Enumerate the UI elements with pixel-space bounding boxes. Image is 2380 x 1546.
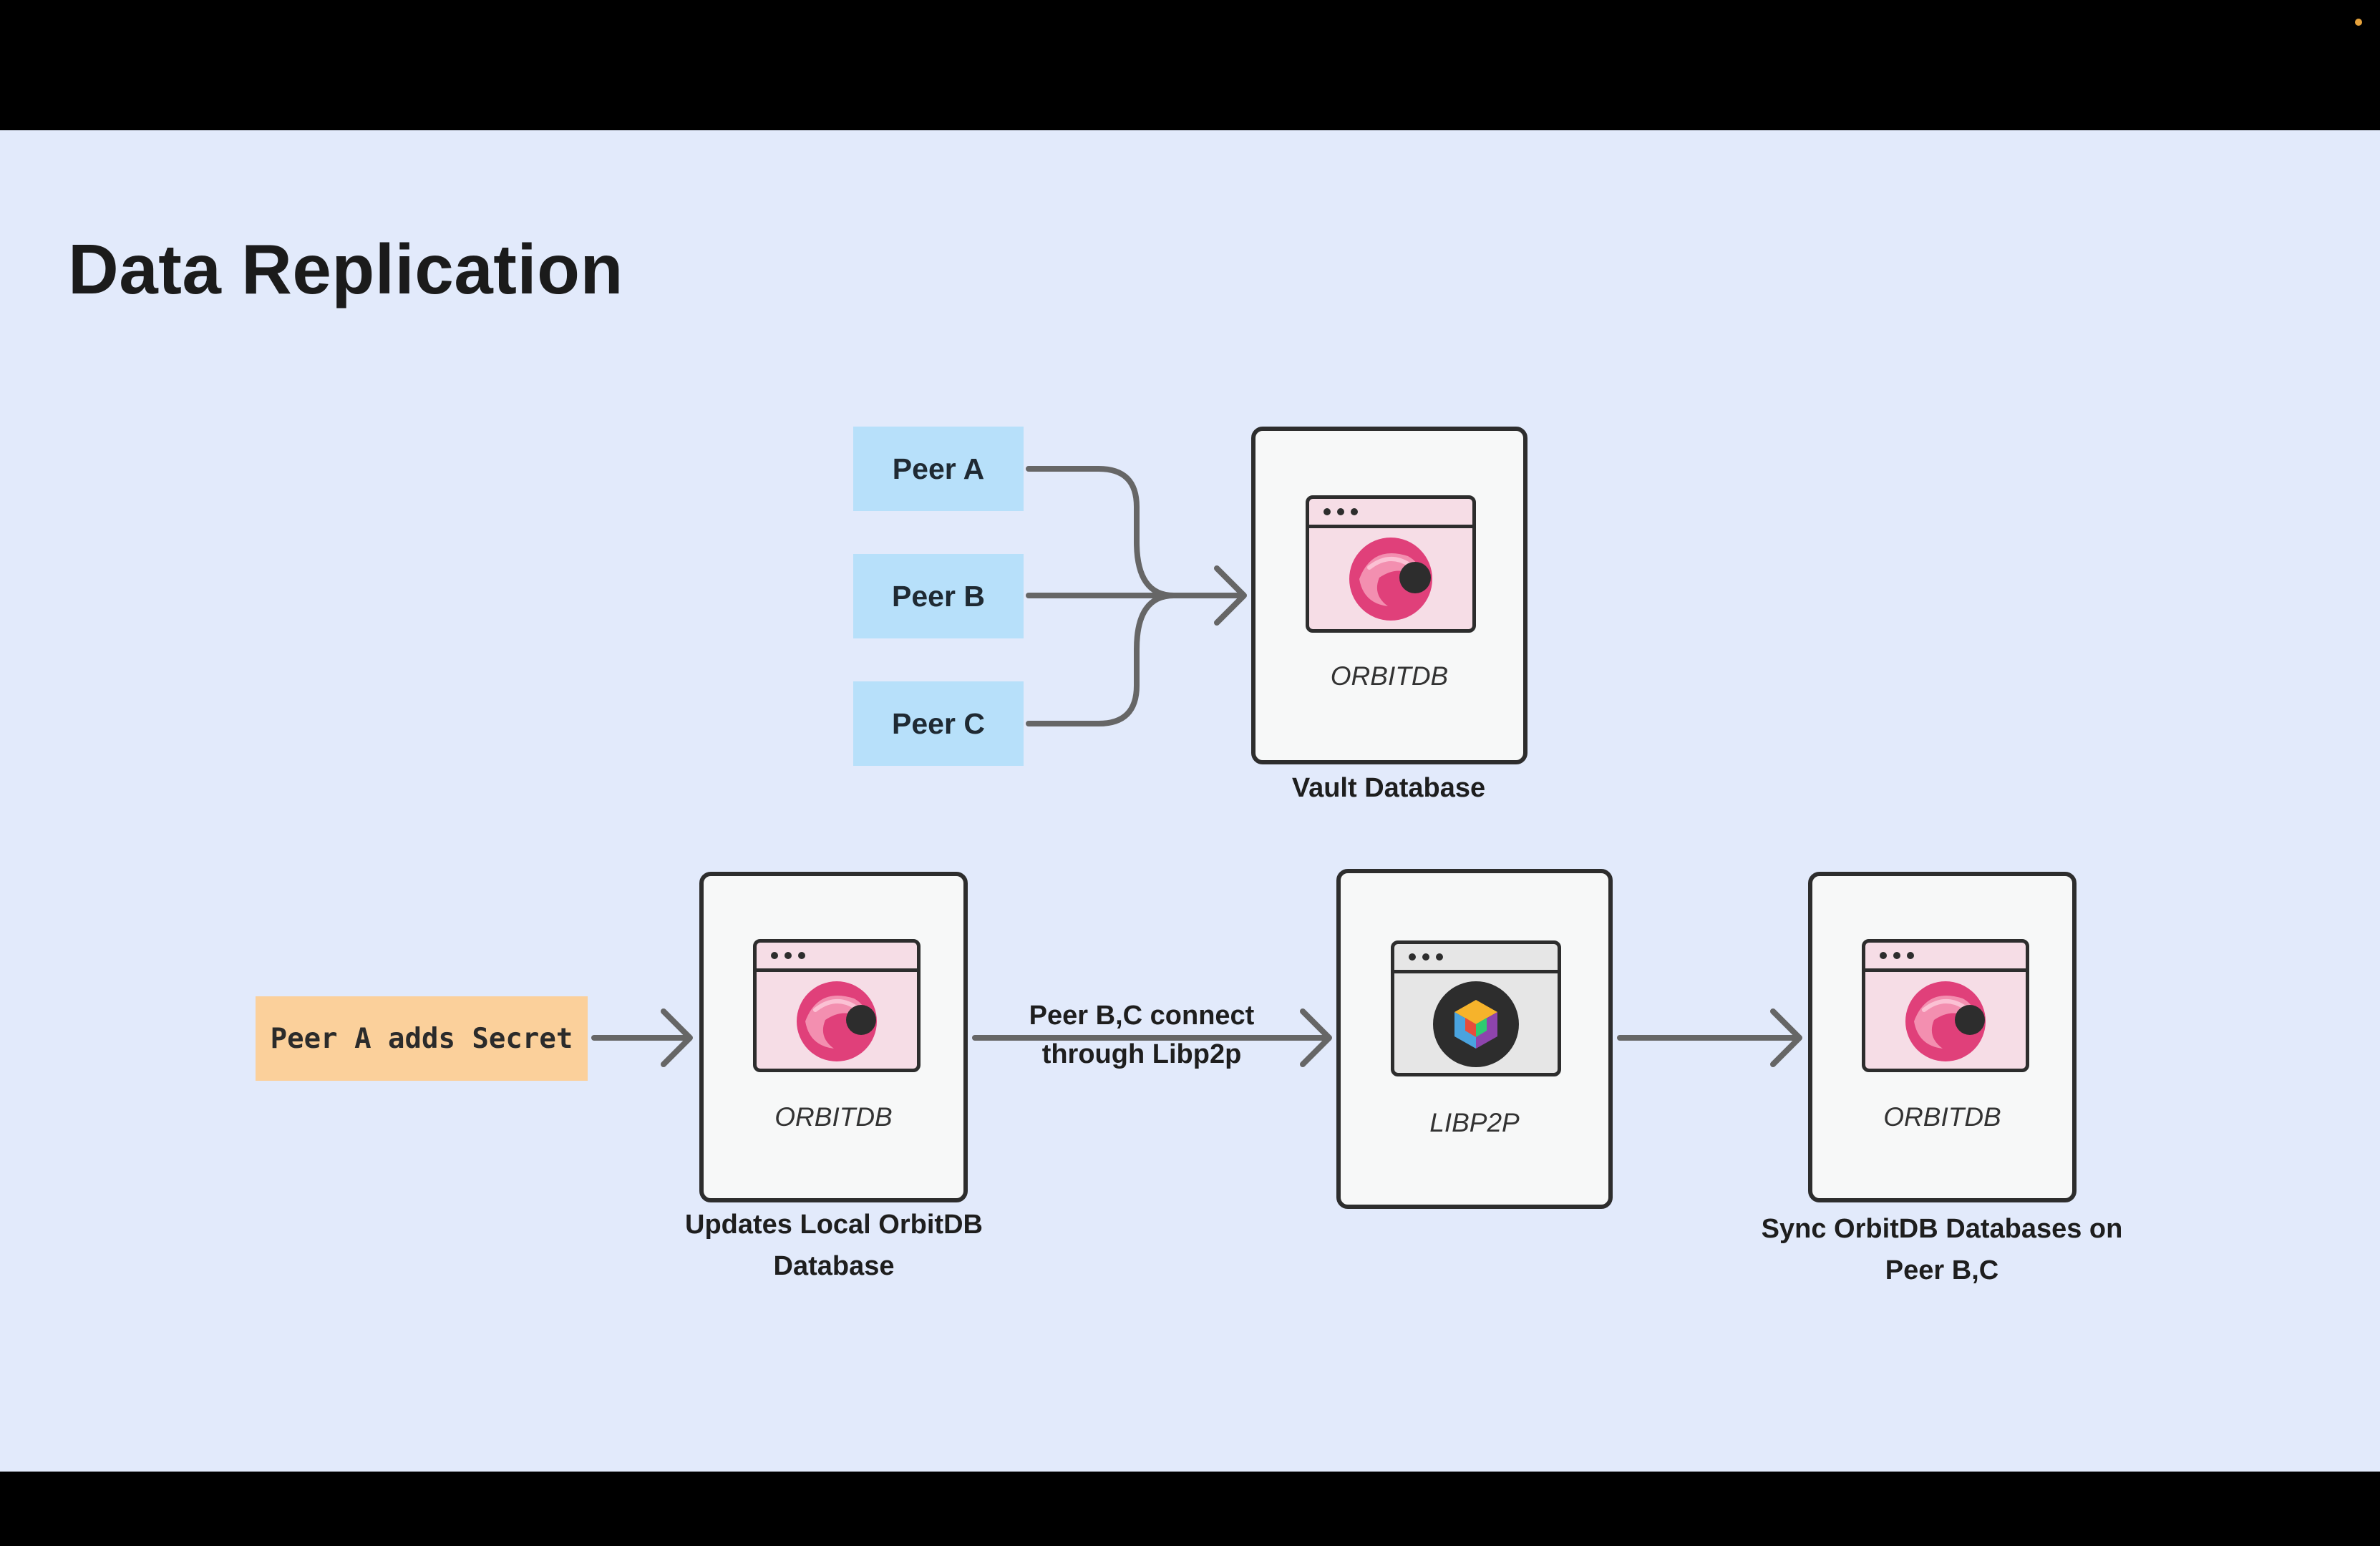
connect-label-line2: through Libp2p: [1041, 1039, 1242, 1069]
window-dots-icon: [771, 952, 814, 959]
remote-orbitdb-caption: Sync OrbitDB Databases on Peer B,C: [1727, 1208, 2157, 1291]
peer-b-box: Peer B: [853, 554, 1024, 638]
peer-c-connector: [1026, 593, 1177, 726]
connect-label: Peer B,C connect through Libp2p: [973, 996, 1310, 1074]
libp2p-arrowhead: [1300, 1008, 1332, 1067]
remote-caption-line1: Sync OrbitDB Databases on: [1761, 1214, 2123, 1244]
peer-a-connector: [1026, 466, 1177, 598]
orbitdb-window: [1306, 495, 1476, 633]
secret-arrowhead: [661, 1008, 693, 1067]
local-card-label: ORBITDB: [774, 1102, 893, 1132]
libp2p-logo-icon: [1433, 981, 1519, 1067]
libp2p-card: LIBP2P: [1336, 869, 1613, 1209]
window-dots-icon: [1409, 953, 1452, 961]
local-orbitdb-card: ORBITDB: [699, 872, 968, 1202]
vault-database-card: ORBITDB: [1251, 427, 1527, 764]
bottom-letterbox-bar: [0, 1472, 2380, 1546]
orbitdb-window: [753, 939, 921, 1072]
peer-c-label: Peer C: [892, 706, 985, 740]
window-dots-icon: [1323, 508, 1366, 515]
orbitdb-logo-icon: [1905, 981, 1986, 1061]
local-caption-line1: Updates Local OrbitDB: [685, 1210, 983, 1240]
local-orbitdb-caption: Updates Local OrbitDB Database: [644, 1204, 1024, 1287]
local-caption-line2: Database: [773, 1251, 895, 1281]
page-title: Data Replication: [68, 230, 623, 308]
orbitdb-logo-icon: [797, 981, 877, 1061]
recording-indicator-icon: [2355, 19, 2362, 26]
connector-arrows: [591, 466, 1802, 1067]
vault-card-label: ORBITDB: [1330, 661, 1449, 691]
libp2p-window: [1391, 940, 1561, 1076]
top-letterbox-bar: [0, 0, 2380, 130]
vault-arrowhead: [1214, 565, 1247, 626]
libp2p-card-label: LIBP2P: [1429, 1108, 1520, 1137]
peer-a-box: Peer A: [853, 427, 1024, 511]
slide: Data Replication Peer A Peer B Peer C: [0, 130, 2380, 1472]
peer-c-box: Peer C: [853, 681, 1024, 766]
remote-orbitdb-card: ORBITDB: [1808, 872, 2077, 1202]
window-dots-icon: [1880, 952, 1923, 959]
peer-b-label: Peer B: [892, 579, 985, 613]
secret-label: Peer A adds Secret: [270, 1022, 573, 1055]
sync-arrowhead: [1770, 1008, 1802, 1067]
vault-database-caption: Vault Database: [1291, 773, 1486, 803]
orbitdb-window: [1862, 939, 2029, 1072]
orbitdb-logo-icon: [1349, 538, 1432, 621]
secret-box: Peer A adds Secret: [256, 996, 588, 1081]
peer-a-label: Peer A: [892, 452, 985, 485]
connect-label-line1: Peer B,C connect: [1029, 1001, 1255, 1031]
remote-caption-line2: Peer B,C: [1885, 1255, 1999, 1285]
remote-card-label: ORBITDB: [1883, 1102, 2001, 1132]
